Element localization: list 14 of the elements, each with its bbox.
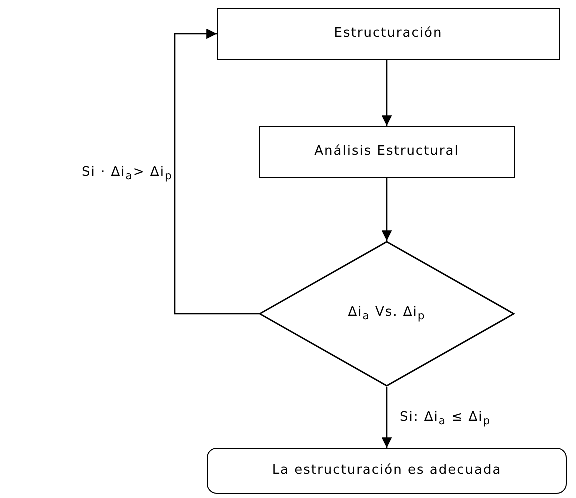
process-box bbox=[259, 126, 515, 178]
node-label: Δi$_{a}$ Vs. Δi$_{p}$ bbox=[348, 304, 426, 324]
arrow bbox=[382, 60, 392, 126]
arrow bbox=[382, 387, 392, 448]
edge-label: Si: Δi$_{a}$ ≤ Δi$_{p}$ bbox=[400, 410, 492, 428]
terminal-box bbox=[207, 448, 567, 494]
node-label: Estructuración bbox=[334, 24, 443, 43]
arrow bbox=[382, 178, 392, 241]
decision-diamond bbox=[259, 241, 515, 387]
edge-label: Si · Δi$_{a}$> Δi$_{p}$ bbox=[82, 165, 173, 183]
process-box bbox=[217, 8, 560, 60]
node-label: Análisis Estructural bbox=[314, 142, 460, 161]
arrow bbox=[174, 28, 259, 315]
node-label: La estructuración es adecuada bbox=[272, 462, 502, 480]
